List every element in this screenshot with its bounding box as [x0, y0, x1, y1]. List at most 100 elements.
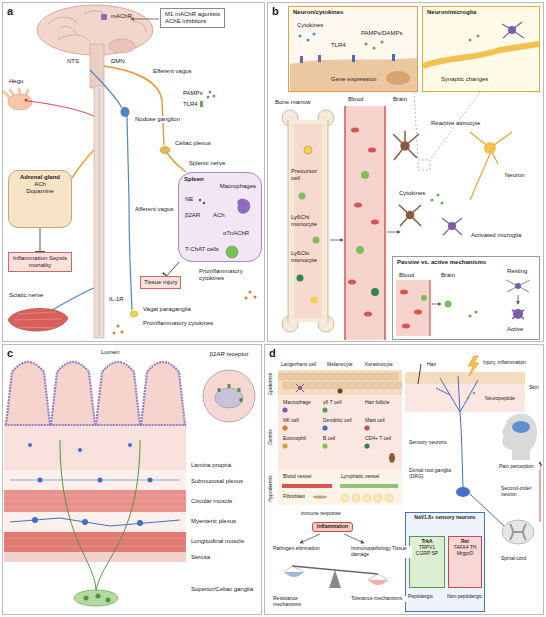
node-heading: Tissue injury	[144, 279, 177, 286]
text-label: Resting	[506, 268, 528, 275]
text-label: ACh	[212, 212, 226, 219]
text-label: Blood vessel	[282, 474, 312, 480]
blood-vessel	[364, 312, 372, 317]
node-heading: Neuron/microglia	[427, 9, 535, 16]
keratinocyte	[355, 382, 362, 389]
drug-arrow	[131, 19, 159, 20]
text-label: Skin	[528, 385, 540, 391]
spinal-cord	[94, 86, 104, 338]
microglia	[442, 218, 462, 235]
blood-vessel	[344, 106, 346, 340]
intestine	[78, 448, 82, 452]
synapse	[477, 35, 480, 38]
neuron	[484, 142, 496, 154]
nerve	[52, 288, 94, 310]
intestine	[106, 598, 111, 603]
microglia	[442, 218, 462, 235]
text-label: Splenic nerve	[188, 160, 226, 167]
bbb-mechanism	[421, 295, 427, 301]
text-label: Lamina propria	[190, 462, 232, 469]
synapse	[423, 44, 539, 66]
villus	[6, 362, 50, 425]
node-text: Macrophages	[184, 183, 256, 190]
brain	[48, 11, 146, 42]
text-label: Injury, inflammation	[482, 360, 527, 366]
immune-cell	[322, 407, 327, 412]
text-label: Neuropeptide	[484, 396, 516, 402]
skin	[405, 384, 525, 412]
immune-cell	[364, 425, 369, 430]
nodose-ganglion	[121, 107, 130, 117]
pamps	[213, 95, 216, 98]
bbb-mechanism	[506, 280, 530, 292]
cytokine-dots	[431, 194, 444, 205]
neuron-membrane	[352, 55, 355, 62]
node-heading: M1 mAChR agonists	[165, 11, 220, 18]
bbb-mechanism	[429, 280, 430, 336]
immune-cell	[364, 443, 369, 448]
text-label: PAMPs	[182, 90, 204, 97]
keratinocyte	[379, 382, 386, 389]
text-label: Serosa	[190, 554, 211, 561]
keratinocyte	[279, 373, 286, 380]
keratinocyte	[383, 373, 390, 380]
blood-vessel	[348, 280, 356, 285]
cytokine-dots	[254, 296, 257, 299]
neuron-membrane	[380, 40, 383, 43]
keratinocyte	[295, 373, 302, 380]
bbb-mechanism	[445, 301, 452, 308]
skin	[338, 389, 343, 394]
adrenal-gland: Adrenal glandAChDopamine	[8, 170, 72, 228]
intestine	[10, 480, 180, 481]
text-label: Pain perception	[498, 464, 540, 470]
intestine	[4, 362, 186, 606]
skin	[298, 386, 302, 390]
drg	[456, 487, 470, 497]
intestine	[84, 596, 89, 601]
inhibition-connector	[40, 228, 41, 252]
neuron-membrane	[300, 56, 303, 63]
neuron-membrane	[290, 58, 417, 91]
outcome-box: Inflammation Sepsis mortality	[8, 252, 72, 272]
spleen-cells	[199, 199, 201, 201]
keratinocyte	[323, 382, 330, 389]
astrocyte	[399, 205, 421, 226]
skin	[389, 453, 395, 463]
text-label: Peptidergic	[407, 594, 445, 600]
intestine	[28, 443, 32, 447]
neuron-subclass-box: TrkATRPV1CGRP SP	[409, 536, 445, 588]
text-label: Dendritic cell	[322, 418, 353, 424]
text-label: Longitudinal muscle	[190, 538, 245, 545]
text-label: Blood	[347, 96, 364, 103]
immune-cell	[322, 443, 327, 448]
node-heading: Neuron/cytokines	[293, 9, 413, 16]
hand	[4, 89, 32, 110]
brain	[101, 14, 107, 20]
keratinocyte	[343, 373, 350, 380]
node-heading: d	[269, 347, 539, 359]
node-heading: Passive vs. active mechanisms	[397, 259, 535, 266]
head	[502, 414, 537, 460]
skin	[278, 370, 402, 505]
text-label: Hypodermis	[268, 474, 274, 503]
intestine	[82, 519, 88, 525]
text-label: Synaptic changes	[440, 76, 489, 83]
blood-vessel	[354, 203, 362, 208]
text-label: Circular muscle	[190, 498, 233, 505]
neuropeptide	[473, 392, 475, 394]
keratinocyte	[359, 373, 366, 380]
text-label: Proinflammatory cytokines	[142, 320, 216, 327]
cytokine-dots	[121, 331, 124, 334]
keratinocyte	[319, 373, 326, 380]
bbb-mechanism	[469, 315, 472, 318]
synapse	[508, 26, 516, 34]
skin	[296, 384, 304, 392]
bbb-mechanism	[402, 324, 410, 329]
spinal-cord	[502, 520, 534, 544]
text-label: Afferent vagus	[134, 206, 176, 213]
immune-cell	[282, 443, 287, 448]
text-label: Bone marrow	[274, 99, 312, 106]
text-label: mAChR	[110, 13, 133, 20]
